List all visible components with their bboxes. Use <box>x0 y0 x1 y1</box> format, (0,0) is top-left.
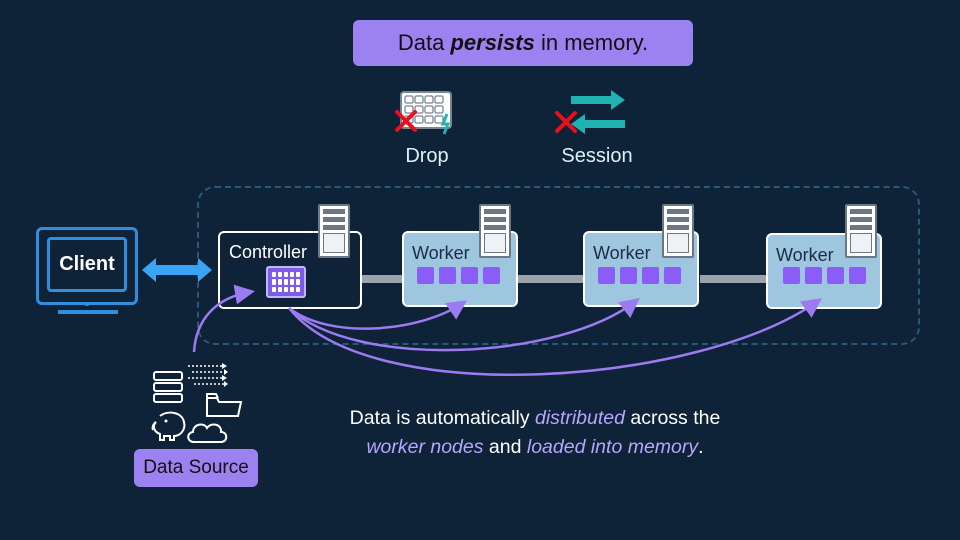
memory-slot <box>598 267 615 284</box>
worker-label: Worker <box>776 245 834 265</box>
banner-emphasis: persists <box>450 30 535 55</box>
caption-text: . <box>698 436 704 458</box>
hadoop-elephant-icon <box>151 411 186 441</box>
client-monitor-icon: Client <box>36 227 138 305</box>
memory-slot <box>783 267 800 284</box>
caption-emphasis: worker nodes <box>366 436 484 458</box>
database-icon <box>153 371 183 403</box>
worker-label: Worker <box>412 243 470 263</box>
memory-grid-icon <box>266 266 306 298</box>
memory-slot <box>664 267 681 284</box>
bidirectional-arrow-icon <box>142 258 212 282</box>
caption-emphasis: distributed <box>534 407 625 429</box>
caption-text: and <box>483 436 527 458</box>
cloud-icon <box>187 423 228 443</box>
title-banner: Data persists in memory. <box>353 20 693 66</box>
monitor-stand-icon <box>58 302 118 314</box>
folder-icon <box>206 393 243 417</box>
node-link <box>700 275 768 283</box>
memory-slot <box>849 267 866 284</box>
drop-label: Drop <box>405 145 449 167</box>
caption: Data is automatically distributed across… <box>300 404 770 462</box>
server-icon <box>845 204 877 258</box>
caption-text: across the <box>624 407 721 429</box>
server-icon <box>662 204 694 258</box>
memory-slot <box>620 267 637 284</box>
caption-emphasis: loaded into memory <box>526 436 699 458</box>
memory-slot <box>439 267 456 284</box>
node-link <box>360 275 404 283</box>
memory-slot <box>642 267 659 284</box>
drop-icon <box>395 91 452 135</box>
controller-label: Controller <box>229 242 308 262</box>
node-link <box>518 275 584 283</box>
data-source-label: Data Source <box>134 449 258 487</box>
banner-prefix: Data <box>397 30 451 55</box>
memory-slot <box>805 267 822 284</box>
session-label: Session <box>561 145 633 167</box>
caption-line-1: Data is automatically distributed across… <box>300 404 770 433</box>
banner-suffix: in memory. <box>534 30 649 55</box>
memory-slot <box>461 267 478 284</box>
memory-slot <box>827 267 844 284</box>
client-label: Client <box>59 253 115 275</box>
server-icon <box>318 204 350 258</box>
worker-label: Worker <box>593 243 651 263</box>
caption-line-2: worker nodes and loaded into memory. <box>300 433 770 462</box>
worker-node: Worker <box>402 231 518 307</box>
memory-slot <box>417 267 434 284</box>
caption-text: Data is automatically <box>349 407 535 429</box>
server-icon <box>479 204 511 258</box>
data-stream-icon <box>188 363 228 387</box>
memory-slot <box>483 267 500 284</box>
session-icon <box>555 90 625 134</box>
